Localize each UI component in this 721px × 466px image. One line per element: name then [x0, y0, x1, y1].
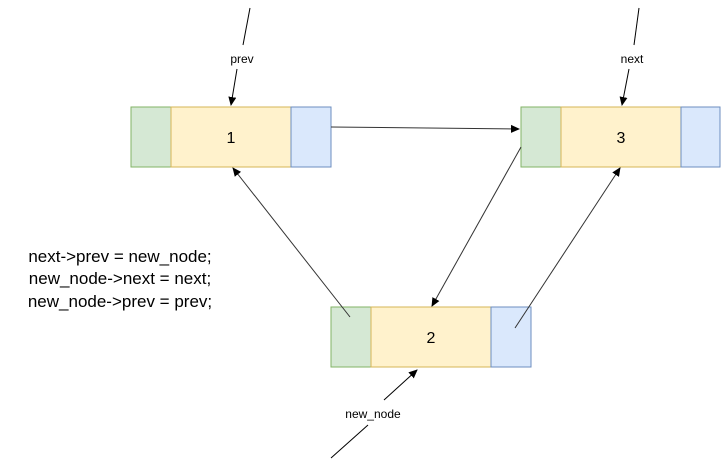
node-2: 2 — [330, 306, 532, 368]
node-2-prev-cell — [330, 306, 372, 368]
next-pointer-arrow-bottom — [619, 68, 630, 106]
code-block: next->prev = new_node; new_node->next = … — [28, 247, 212, 311]
node-3: 3 — [520, 106, 721, 168]
node-2-label: 2 — [427, 330, 436, 347]
edge-node2-next-to-node3 — [514, 167, 621, 329]
edge-node1-next-to-node3 — [330, 124, 520, 133]
prev-pointer-label: prev — [230, 52, 253, 66]
node-2-data-cell — [370, 306, 492, 368]
node-1-label: 1 — [227, 130, 236, 147]
node-1-next-cell — [290, 106, 332, 168]
node-1-data-cell — [170, 106, 292, 168]
node-3-next-cell — [680, 106, 721, 168]
next-pointer: next — [619, 7, 644, 106]
code-line: new_node->prev = prev; — [28, 292, 212, 311]
prev-pointer-arrow-bottom — [228, 68, 238, 106]
node-1-prev-cell — [130, 106, 172, 168]
node-3-prev-cell — [520, 106, 562, 168]
node-2-next-cell — [490, 306, 532, 368]
new-node-pointer-arrow-bottom — [330, 424, 369, 459]
prev-pointer: prev — [228, 7, 254, 106]
edge-node2-prev-to-node1 — [232, 167, 351, 318]
node-1: 1 — [130, 106, 332, 168]
prev-pointer-arrow-top — [242, 7, 251, 46]
new-node-pointer: new_node — [330, 369, 418, 459]
code-line: next->prev = new_node; — [28, 247, 211, 266]
edge-node3-prev-to-node2 — [431, 146, 522, 307]
node-3-label: 3 — [617, 130, 626, 147]
new-node-pointer-label: new_node — [345, 407, 401, 421]
code-line: new_node->next = next; — [29, 269, 211, 288]
new-node-pointer-arrow-top — [383, 369, 418, 401]
next-pointer-arrow-top — [633, 7, 640, 46]
next-pointer-label: next — [621, 52, 644, 66]
node-3-data-cell — [560, 106, 682, 168]
